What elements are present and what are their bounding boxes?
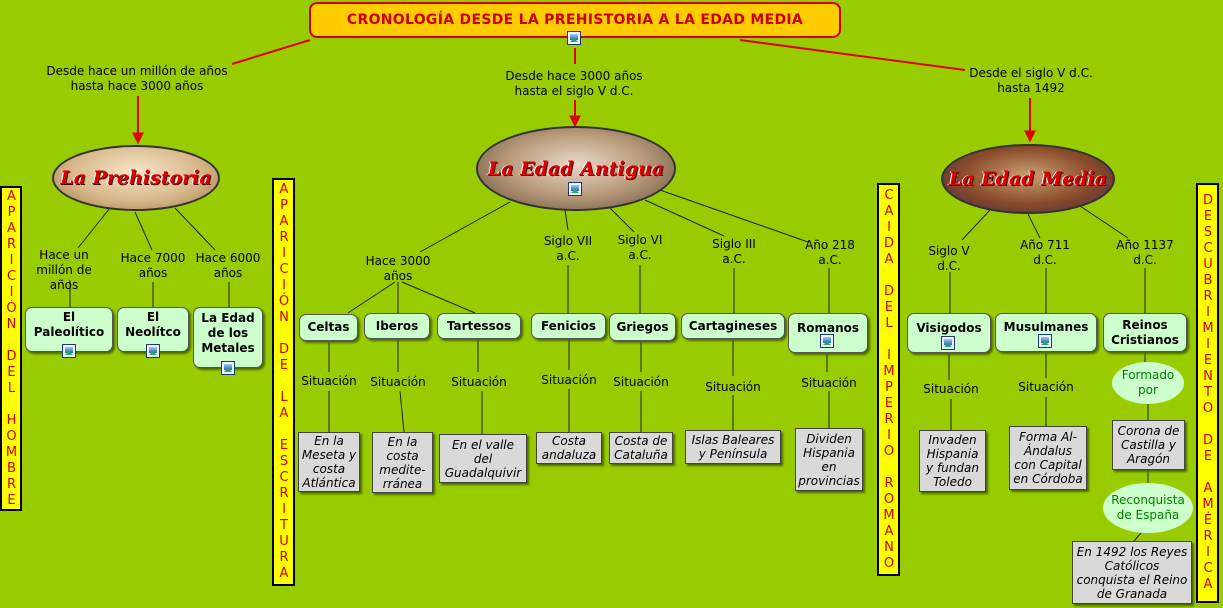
vbar-aparicion-escritura: APARICIÓN DE LA ESCRITURA	[272, 178, 295, 586]
time-label: Hace un millón de años	[24, 248, 104, 293]
people-celtas[interactable]: Celtas	[299, 314, 358, 341]
situacion-label: Situación	[796, 376, 862, 391]
desc-cartagineses: Islas Baleares y Península	[685, 430, 781, 464]
link-reconquista: Reconquista de España	[1103, 483, 1193, 533]
situacion-label: Situación	[700, 380, 766, 395]
desc-romanos: Dividen Hispania en provincias	[795, 428, 863, 491]
time-label: Siglo V d.C.	[922, 244, 976, 274]
link-label-antigua: Desde hace 3000 años hasta el siglo V d.…	[502, 69, 646, 99]
desc-tartessos: En el valle del Guadalquivir	[439, 434, 527, 483]
image-icon[interactable]	[567, 31, 581, 45]
desc-musulmanes: Forma Al-Ándalus con Capital en Córdoba	[1009, 426, 1087, 490]
era-label: La Prehistoria	[60, 167, 211, 189]
time-label: Hace 3000 años	[360, 254, 436, 284]
image-icon[interactable]	[568, 182, 582, 196]
era-label: La Edad Media	[949, 168, 1107, 190]
vbar-aparicion-hombre: APARICIÓN DEL HOMBRE	[0, 186, 22, 511]
time-label: Año 218 a.C.	[796, 238, 864, 268]
desc-iberos: En la costa medite-rránea	[372, 432, 433, 493]
people-label: Visigodos	[916, 321, 981, 336]
image-icon[interactable]	[820, 334, 834, 348]
period-label: El Paleolítico	[28, 310, 110, 340]
vbar-descubrimiento: DESCUBRIMIENTO DE AMÉRICA	[1196, 183, 1219, 603]
situacion-label: Situación	[296, 374, 362, 389]
situacion-label: Situación	[1013, 380, 1079, 395]
desc-fenicios: Costa andaluza	[536, 432, 602, 464]
image-icon[interactable]	[941, 336, 955, 350]
era-prehistoria[interactable]: La Prehistoria	[52, 145, 220, 211]
period-metales[interactable]: La Edad de los Metales	[193, 307, 263, 368]
situacion-label: Situación	[446, 375, 512, 390]
vbar-caida-imperio: CAIDA DEL IMPERIO ROMANO	[877, 183, 900, 576]
era-media[interactable]: La Edad Media	[941, 144, 1115, 214]
situacion-label: Situación	[918, 382, 984, 397]
situacion-label: Situación	[536, 373, 602, 388]
desc-celtas: En la Meseta y costa Atlántica	[298, 432, 360, 492]
people-iberos[interactable]: Iberos	[364, 313, 430, 339]
time-label: Siglo VII a.C.	[538, 234, 598, 264]
desc-corona: Corona de Castilla y Aragón	[1112, 420, 1185, 470]
time-label: Año 1137 d.C.	[1108, 238, 1182, 268]
era-antigua[interactable]: La Edad Antigua	[476, 126, 676, 211]
people-label: Musulmanes	[1004, 320, 1089, 335]
period-label: El Neolítco	[120, 310, 186, 340]
image-icon[interactable]	[221, 361, 235, 375]
image-icon[interactable]	[62, 344, 76, 358]
time-label: Siglo III a.C.	[704, 237, 764, 267]
people-reinos-cristianos[interactable]: Reinos Cristianos	[1103, 313, 1187, 352]
period-label: La Edad de los Metales	[196, 311, 260, 356]
link-label-media: Desde el siglo V d.C. hasta 1492	[965, 66, 1097, 96]
desc-griegos: Costa de Cataluña	[609, 432, 673, 464]
desc-reyes-catolicos: En 1492 los Reyes Católicos conquista el…	[1072, 541, 1192, 604]
people-tartessos[interactable]: Tartessos	[437, 313, 521, 339]
link-formado-por: Formado por	[1112, 362, 1184, 404]
situacion-label: Situación	[608, 375, 674, 390]
link-label-prehistoria: Desde hace un millón de años hasta hace …	[44, 64, 230, 94]
desc-visigodos: Invaden Hispania y fundan Toledo	[919, 430, 986, 492]
time-label: Año 711 d.C.	[1012, 238, 1078, 268]
situacion-label: Situación	[365, 375, 431, 390]
people-cartagineses[interactable]: Cartagineses	[681, 313, 785, 339]
people-griegos[interactable]: Griegos	[609, 313, 676, 341]
people-fenicios[interactable]: Fenicios	[531, 313, 606, 339]
image-icon[interactable]	[1038, 334, 1052, 348]
era-label: La Edad Antigua	[488, 158, 664, 180]
time-label: Hace 7000 años	[116, 251, 190, 281]
image-icon[interactable]	[146, 344, 160, 358]
time-label: Hace 6000 años	[190, 251, 266, 281]
time-label: Siglo VI a.C.	[612, 233, 668, 263]
